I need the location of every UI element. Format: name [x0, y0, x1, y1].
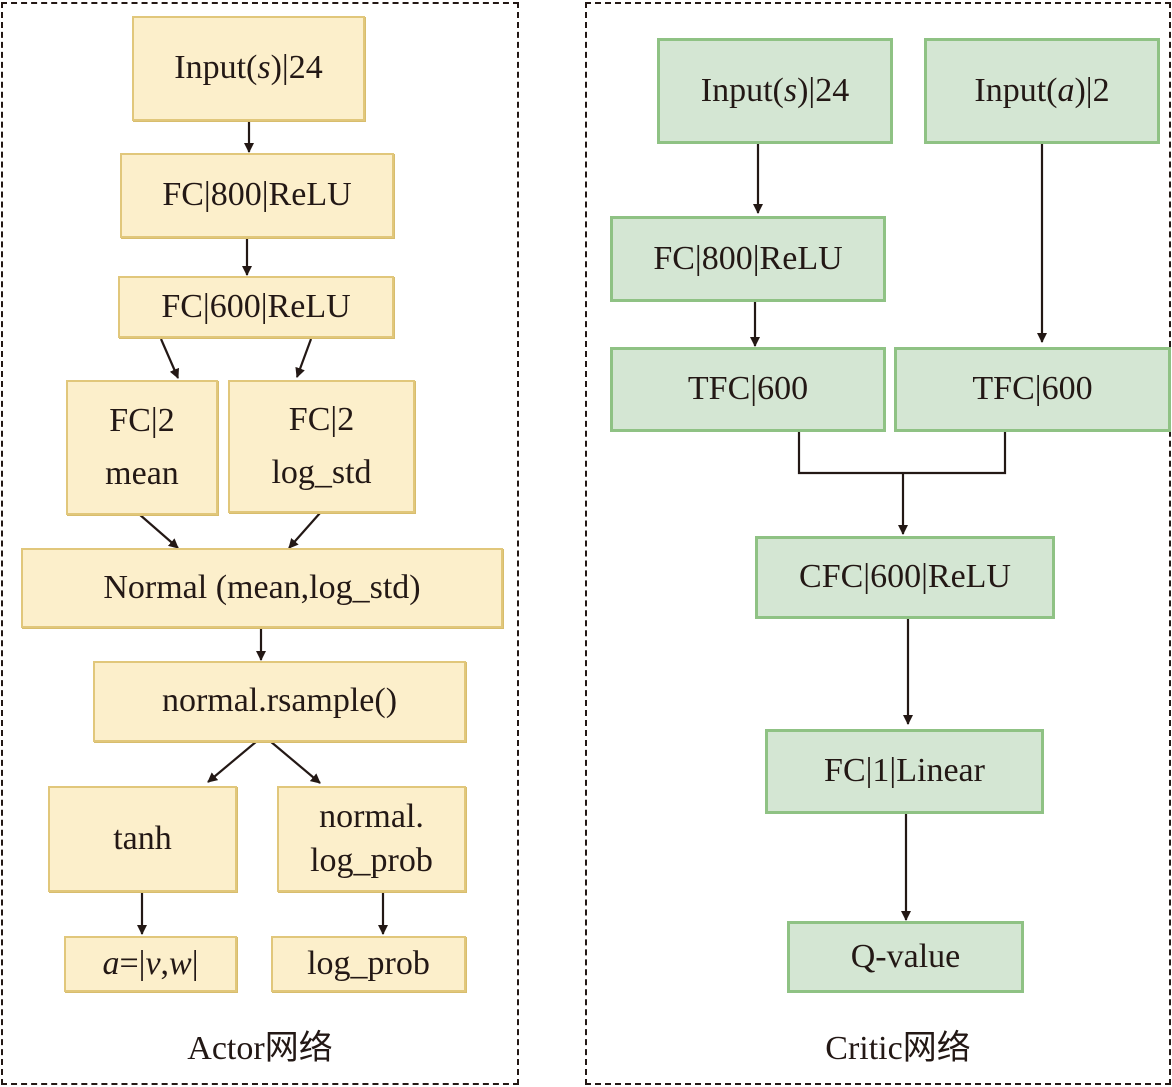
arrow-rsample-to-tanh	[207, 740, 258, 783]
actor-fc2-mean-node: FC|2 mean	[66, 380, 218, 515]
arrow-fc600-to-logstd	[295, 338, 313, 378]
critic-panel-title: Critic网络	[825, 1030, 971, 1067]
arrow-mean-to-normal	[138, 513, 179, 549]
critic-input-a-label: Input(a)|2	[974, 71, 1110, 109]
critic-qvalue-node: Q-value	[787, 921, 1024, 993]
critic-cfc-node: CFC|600|ReLU	[755, 536, 1055, 619]
actor-fc2-logstd-line1: FC|2	[288, 400, 355, 438]
actor-rsample-node: normal.rsample()	[93, 661, 466, 742]
critic-qvalue-label: Q-value	[850, 937, 961, 975]
actor-panel-title: Actor网络	[187, 1030, 333, 1067]
actor-tanh-label: tanh	[113, 819, 172, 857]
actor-input-label: Input(s)|24	[174, 49, 323, 87]
actor-normal-node: Normal (mean,log_std)	[21, 548, 503, 628]
critic-tfc-a-node: TFC|600	[894, 347, 1171, 432]
actor-logprob-fn-line2: log_prob	[310, 842, 433, 879]
critic-fc800-label: FC|800|ReLU	[653, 239, 843, 277]
actor-logprob-out-label: log_prob	[307, 944, 430, 982]
actor-network-panel	[1, 2, 519, 1085]
critic-cfc-label: CFC|600|ReLU	[799, 558, 1011, 596]
actor-logprob-fn-line1: normal.	[319, 797, 424, 835]
actor-fc2-mean-line1: FC|2	[109, 401, 175, 439]
critic-input-s-label: Input(s)|24	[700, 71, 850, 109]
critic-fc1-label: FC|1|Linear	[824, 752, 985, 790]
critic-fc800-node: FC|800|ReLU	[610, 216, 886, 302]
actor-tanh-node: tanh	[48, 786, 237, 892]
critic-tfc-s-node: TFC|600	[610, 347, 886, 432]
merge-connector	[797, 430, 1007, 475]
actor-fc600-node: FC|600|ReLU	[118, 276, 394, 338]
critic-tfc-a-label: TFC|600	[972, 370, 1093, 408]
actor-action-node: a=|v,w|	[64, 936, 237, 992]
critic-tfc-s-label: TFC|600	[687, 370, 809, 408]
actor-action-label: a=|v,w|	[102, 944, 199, 982]
actor-fc2-mean-line2: mean	[105, 454, 179, 492]
actor-logprob-out-node: log_prob	[271, 936, 466, 992]
critic-network-panel	[585, 2, 1171, 1085]
critic-fc1-node: FC|1|Linear	[765, 729, 1044, 814]
arrow-rsample-to-logprob	[269, 740, 321, 784]
actor-fc2-logstd-node: FC|2 log_std	[228, 380, 415, 513]
actor-normal-label: Normal (mean,log_std)	[103, 568, 421, 606]
critic-input-a-node: Input(a)|2	[924, 38, 1160, 144]
actor-logprob-fn-node: normal. log_prob	[277, 786, 466, 892]
actor-fc800-label: FC|800|ReLU	[162, 176, 352, 214]
actor-rsample-label: normal.rsample()	[161, 682, 398, 720]
critic-input-s-node: Input(s)|24	[657, 38, 893, 144]
arrow-logstd-to-normal	[288, 512, 321, 549]
actor-fc2-logstd-line2: log_std	[271, 453, 372, 491]
actor-fc600-label: FC|600|ReLU	[161, 287, 351, 325]
actor-fc800-node: FC|800|ReLU	[120, 153, 394, 238]
arrow-fc600-to-mean	[159, 338, 180, 379]
actor-input-node: Input(s)|24	[132, 16, 365, 121]
